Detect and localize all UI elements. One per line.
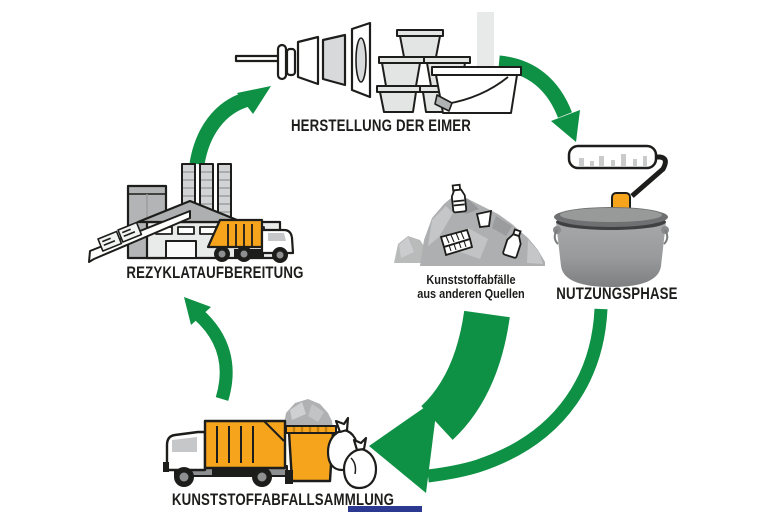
garbage-truck-dumpster-bags-icon bbox=[163, 399, 378, 490]
recycling-plant-icon bbox=[88, 163, 295, 263]
label-recycling: REZYKLATAUFBEREITUNG bbox=[126, 263, 304, 282]
plastic-cup-icon bbox=[475, 209, 493, 228]
label-use-phase: NUTZUNGSPHASE bbox=[556, 284, 678, 303]
stacked-buckets-icon bbox=[376, 29, 522, 114]
truck-window bbox=[172, 437, 197, 452]
label-collection: KUNSTSTOFFABFALLSAMMLUNG bbox=[171, 490, 395, 509]
cycle-arrows bbox=[184, 55, 608, 493]
plant-truck-icon bbox=[206, 218, 295, 263]
arrow-manufacturing-to-use bbox=[498, 55, 580, 142]
arrow-use-to-collection bbox=[427, 308, 608, 483]
garbage-truck-icon bbox=[163, 419, 288, 487]
paint-roller-icon bbox=[567, 144, 658, 170]
label-other-sources-line1: Kunststoffabfälle bbox=[426, 272, 516, 287]
plastic-bottle-icon bbox=[450, 183, 468, 214]
trash-bags-icon bbox=[326, 416, 378, 490]
paint-bucket-icon bbox=[553, 207, 669, 287]
plastic-crate-icon bbox=[439, 228, 474, 257]
injection-molding-and-bucket-stack-icon bbox=[234, 12, 522, 114]
plastic-bottle-lying-icon bbox=[502, 228, 522, 259]
paint-bucket-with-roller-icon bbox=[553, 144, 669, 287]
label-manufacturing: HERSTELLUNG DER EIMER bbox=[290, 116, 472, 135]
bottom-blue-strip bbox=[348, 506, 422, 512]
roller-rod bbox=[630, 154, 668, 198]
factory-door bbox=[165, 240, 197, 259]
plant-truck-wheels bbox=[214, 246, 288, 263]
label-other-sources-line2: aus anderen Quellen bbox=[417, 286, 525, 302]
arrow-recycling-to-manufacturing bbox=[189, 86, 271, 166]
truck-box bbox=[203, 419, 287, 470]
plastic-waste-pile-icon bbox=[394, 183, 545, 266]
truck-wheels bbox=[174, 467, 272, 487]
dumpster-icon bbox=[285, 425, 337, 484]
plant-truck-window bbox=[268, 233, 286, 241]
arrow-collection-to-recycling bbox=[184, 297, 233, 401]
label-other-sources: Kunststoffabfälle aus anderen Quellen bbox=[417, 272, 525, 302]
arrow-other-sources-to-collection bbox=[369, 310, 510, 493]
conveyor-with-bales bbox=[88, 210, 191, 263]
injection-molding-machine-icon bbox=[234, 21, 372, 99]
trash-heap bbox=[283, 399, 333, 429]
